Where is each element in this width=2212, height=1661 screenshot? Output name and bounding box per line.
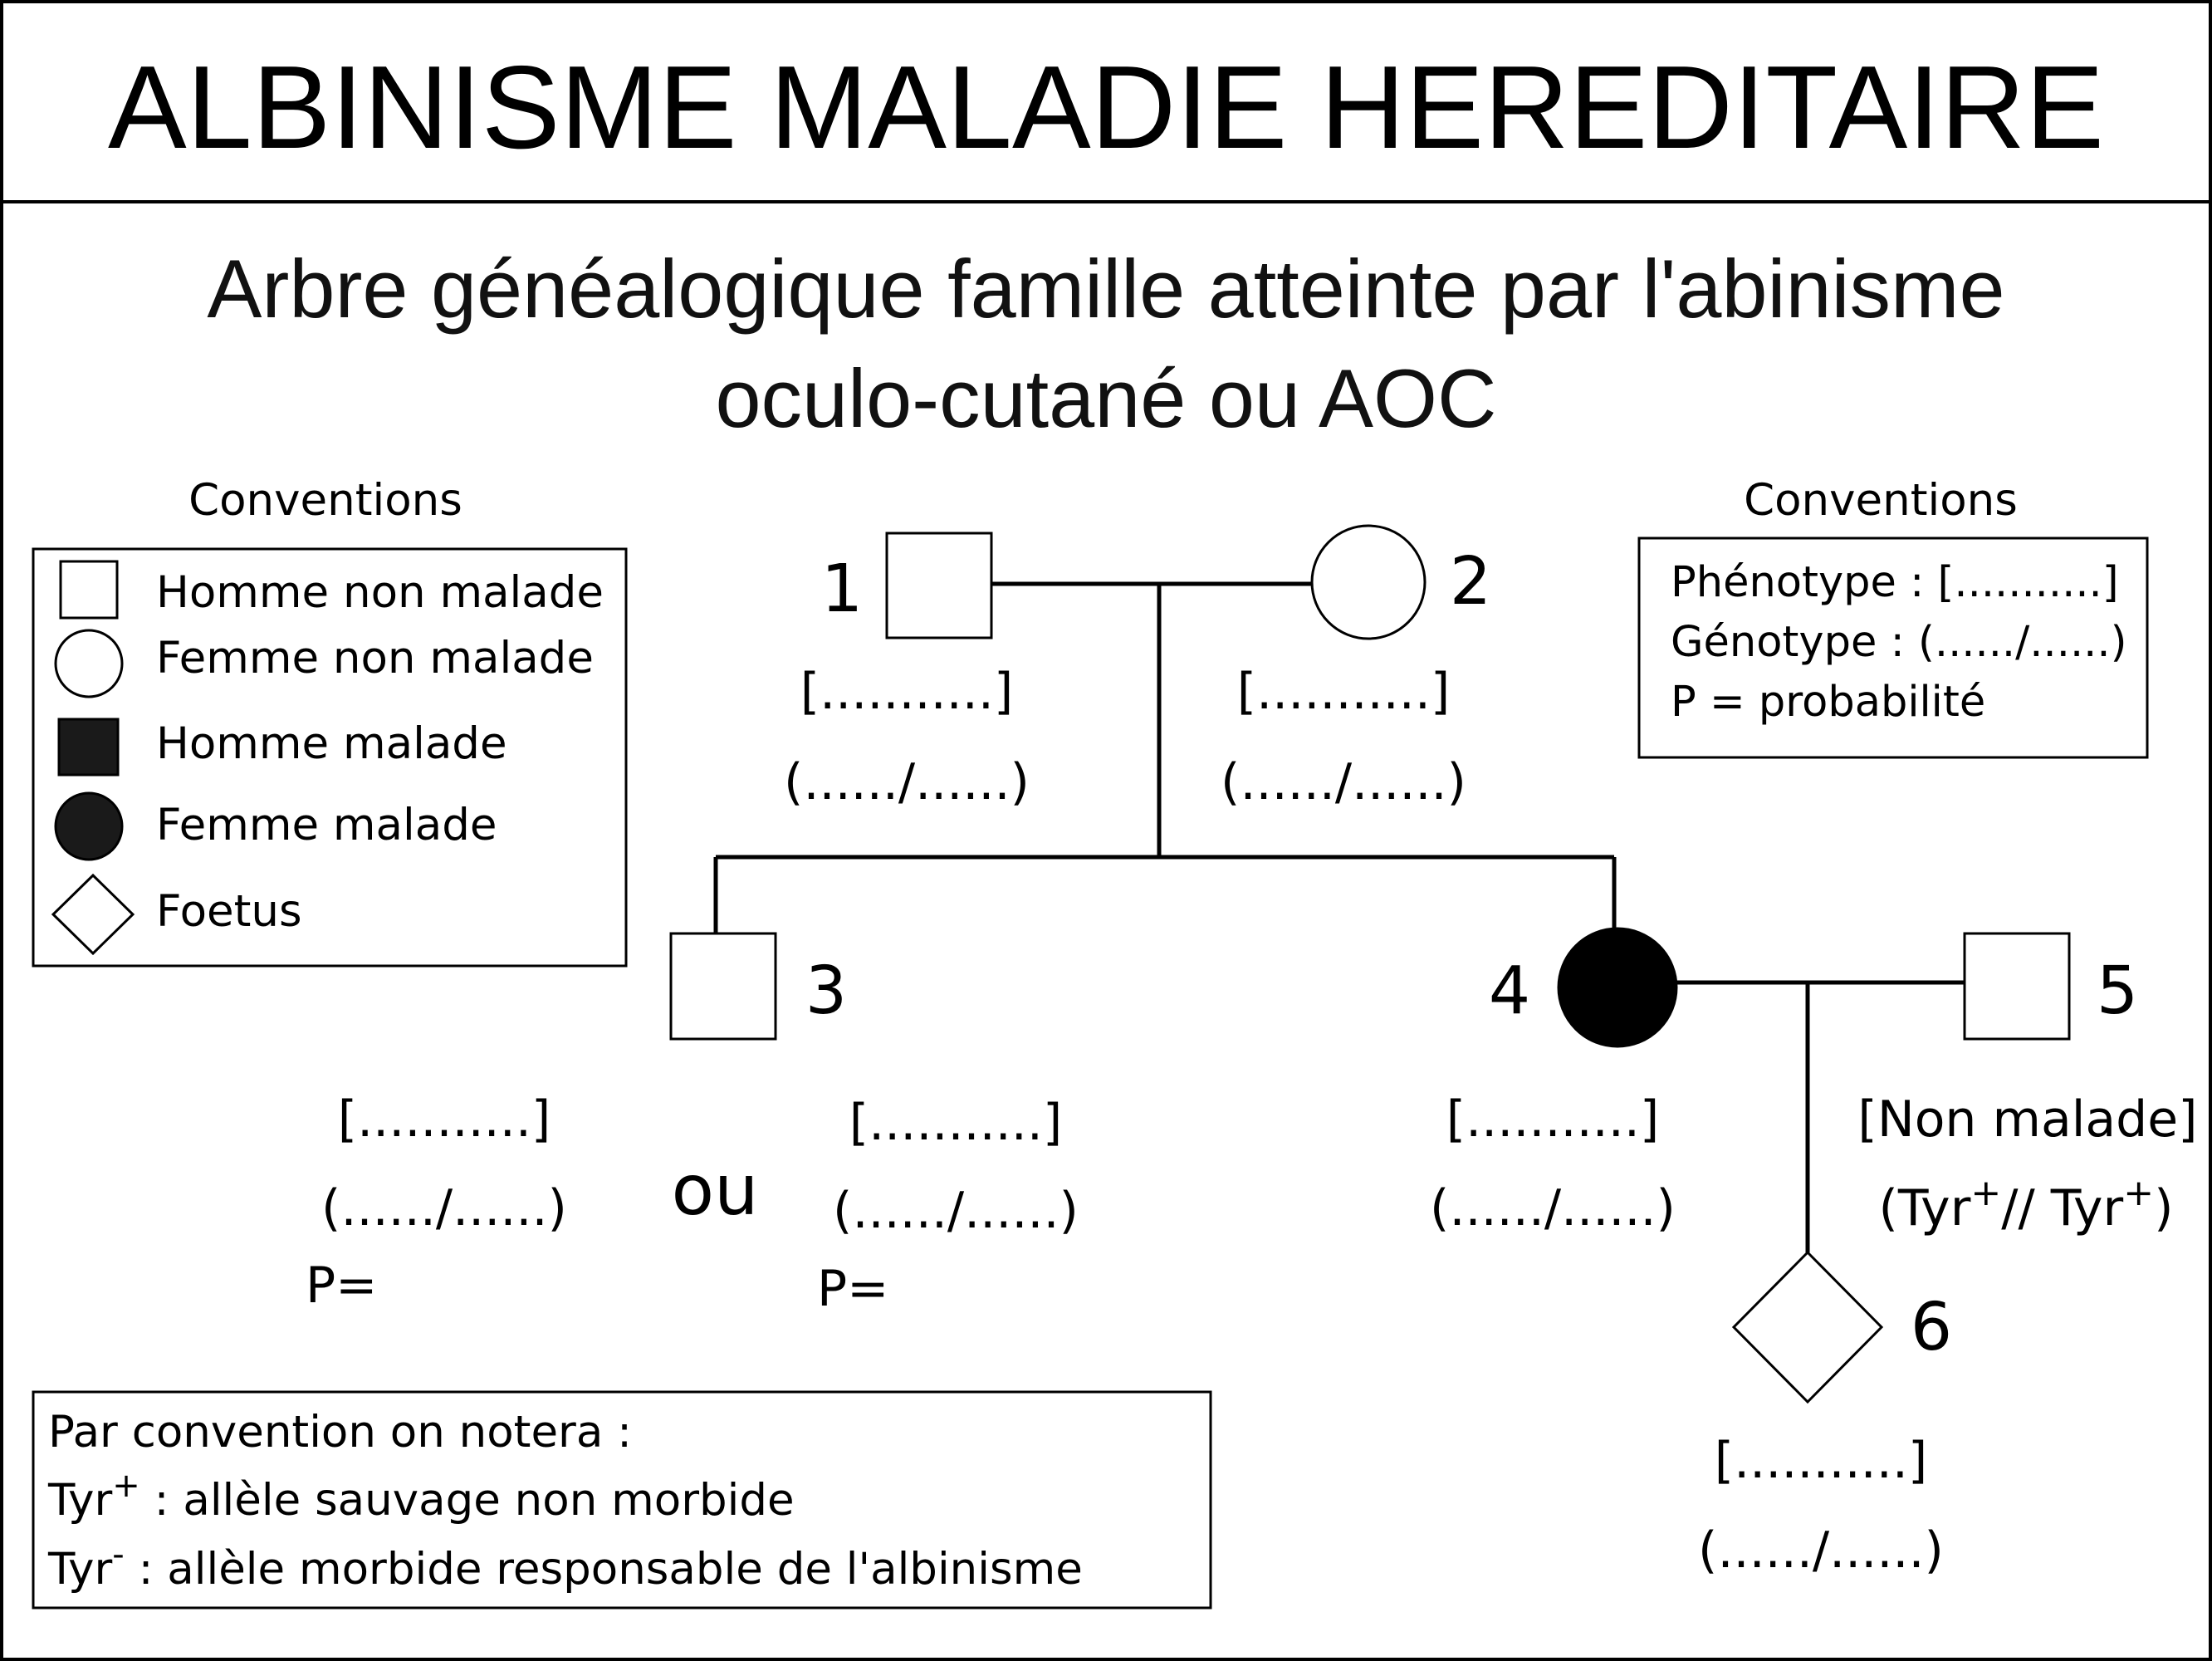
genotype-field: (....../......) bbox=[1221, 753, 1466, 811]
diagram-subtitle-line1: Arbre généalogique famille atteinte par … bbox=[207, 243, 2004, 335]
notation-legend-heading: Conventions bbox=[1744, 475, 2018, 526]
wild-allele-line: Tyr+ : allèle sauvage non morbide bbox=[47, 1467, 795, 1526]
genotype-field: (....../......) bbox=[784, 753, 1030, 811]
diagram-subtitle-line2: oculo-cutané ou AOC bbox=[715, 352, 1496, 444]
notation-legend-box bbox=[1637, 537, 2149, 759]
individual-number: 6 bbox=[1911, 1289, 1952, 1365]
phenotype-field: [...........] bbox=[338, 1090, 551, 1149]
individual-number: 5 bbox=[2097, 953, 2138, 1029]
open-square-icon bbox=[59, 560, 119, 620]
probability-field: P= bbox=[817, 1260, 888, 1318]
probability-field: P= bbox=[306, 1257, 377, 1315]
probability-notation: P = probabilité bbox=[1671, 678, 1985, 727]
phenotype-notation: Phénotype : [...........] bbox=[1671, 558, 2119, 607]
legend-label: Femme non malade bbox=[156, 633, 594, 684]
or-label: ou bbox=[672, 1149, 759, 1231]
genotype-field: (....../......) bbox=[1430, 1179, 1676, 1237]
individual-2-symbol bbox=[1310, 524, 1427, 640]
allele-notation-box: Par convention on notera : Tyr+ : allèle… bbox=[32, 1390, 1212, 1610]
individual-1-symbol bbox=[885, 532, 993, 639]
genotype-field: (....../......) bbox=[1698, 1521, 1944, 1580]
individual-5-phenotype: [Non malade] bbox=[1857, 1090, 2197, 1149]
morbid-allele-line: Tyr- : allèle morbide responsable de l'a… bbox=[47, 1536, 1083, 1595]
individual-4-symbol bbox=[1557, 927, 1678, 1048]
phenotype-field: [...........] bbox=[1715, 1432, 1928, 1490]
legend-label: Homme non malade bbox=[156, 567, 604, 618]
individual-number: 1 bbox=[821, 551, 863, 627]
symbol-legend-box bbox=[32, 547, 628, 968]
page-title: ALBINISME MALADIE HEREDITAIRE bbox=[108, 42, 2104, 174]
phenotype-field: [...........] bbox=[849, 1094, 1063, 1152]
legend-label: Homme malade bbox=[156, 718, 507, 769]
diamond-icon bbox=[51, 873, 135, 956]
genotype-notation: Génotype : (....../......) bbox=[1671, 618, 2126, 667]
phenotype-field: [...........] bbox=[800, 663, 1014, 721]
individual-6-symbol bbox=[1731, 1250, 1884, 1404]
individual-5-symbol bbox=[1963, 932, 2071, 1041]
individual-5-genotype: (Tyr+// Tyr+) bbox=[1878, 1172, 2173, 1237]
symbol-legend: Homme non malade Femme non malade Homme … bbox=[32, 547, 628, 968]
allele-notation-heading: Par convention on notera : bbox=[48, 1407, 632, 1458]
allele-notation-frame bbox=[32, 1390, 1212, 1610]
notation-legend: Phénotype : [...........] Génotype : (..… bbox=[1637, 537, 2149, 759]
open-circle-icon bbox=[54, 629, 124, 698]
phenotype-field: [...........] bbox=[1446, 1090, 1660, 1149]
individual-number: 3 bbox=[805, 953, 847, 1029]
genotype-field: (....../......) bbox=[321, 1179, 567, 1237]
individual-3-symbol bbox=[669, 932, 777, 1041]
pedigree-lines bbox=[713, 581, 1965, 1252]
individual-number: 2 bbox=[1450, 543, 1491, 620]
individual-number: 4 bbox=[1489, 953, 1530, 1029]
phenotype-field: [...........] bbox=[1237, 663, 1451, 721]
filled-square-icon bbox=[57, 718, 120, 777]
genotype-field: (....../......) bbox=[833, 1182, 1079, 1240]
symbol-legend-heading: Conventions bbox=[188, 475, 462, 526]
filled-circle-icon bbox=[54, 791, 124, 861]
legend-label: Femme malade bbox=[156, 800, 497, 850]
legend-label: Foetus bbox=[156, 886, 302, 937]
